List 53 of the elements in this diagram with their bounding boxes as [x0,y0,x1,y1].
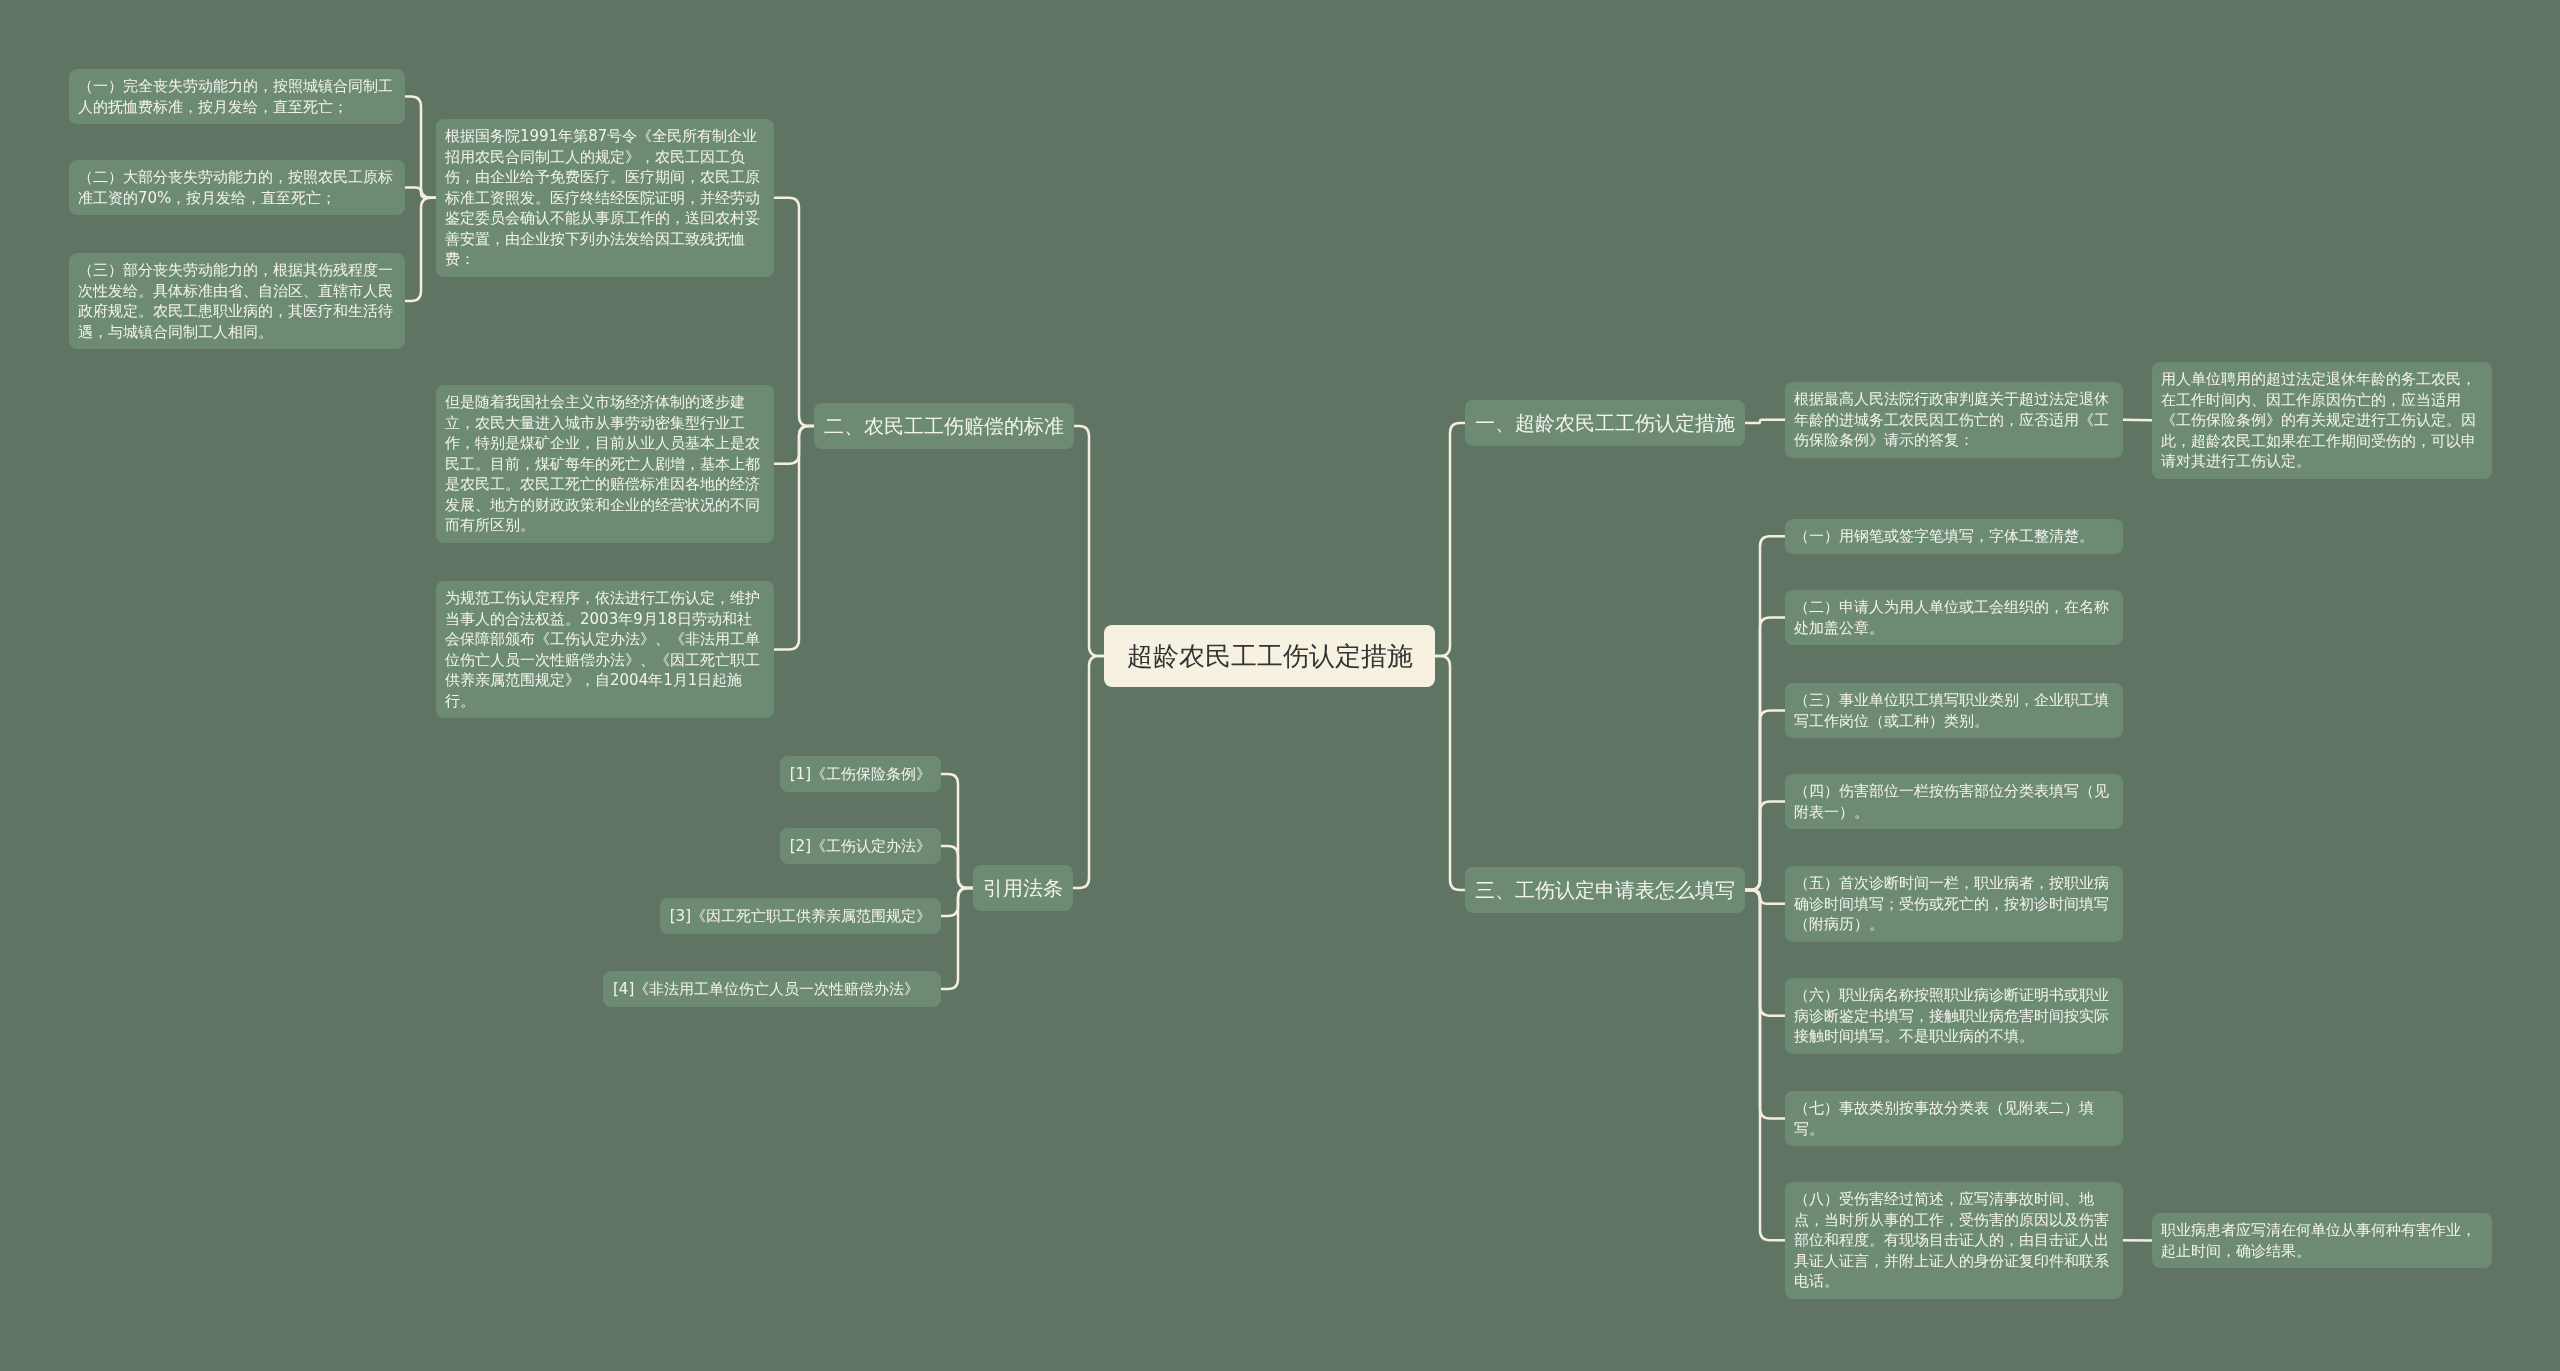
topic-text: （五）首次诊断时间一栏，职业病者，按职业病确诊时间填写；受伤或死亡的，按初诊时间填写（附病历）。 [1794,873,2110,935]
topic-box [1785,1182,2123,1299]
topic-text: 引用法条 [983,875,1063,901]
connector-line [2123,1239,2152,1242]
topic-text: 但是随着我国社会主义市场经济体制的逐步建立，农民大量进入城市从事劳动密集型行业工作，特别是煤矿企业，目前从业人员基本上是农民工。目前，煤矿每年的死亡人剧增，基本上都是农民工。农民工死亡的赔偿标准因各地的经济发展、地方的财政政策和企业的经营状况的不同而有所区别。 [445,392,761,536]
topic-box [1785,1091,2123,1146]
topic-text: 职业病患者应写清在何单位从事何种有害作业，起止时间，确诊结果。 [2161,1220,2477,1261]
branch-topic [973,865,1073,911]
branch-topic [814,403,1074,449]
central-topic [1104,625,1435,687]
topic-text: （三）部分丧失劳动能力的，根据其伤残程度一次性发给。具体标准由省、自治区、直辖市人民政府规定。农民工患职业病的，其医疗和生活待遇，与城镇合同制工人相同。 [78,260,394,342]
branch-topic [1465,867,1745,913]
connector-line [2122,418,2153,422]
topic-box [69,69,405,124]
topic-box [659,898,941,934]
topic-box [436,581,774,718]
topic-text: [2]《工伤认定办法》 [789,836,931,856]
topic-text: 根据最高人民法院行政审判庭关于超过法定退休年龄的进城务工农民因工伤亡的，应否适用《工伤保险条例》请示的答复： [1794,389,2110,451]
topic-box [1785,774,2123,829]
topic-text: （三）事业单位职工填写职业类别，企业职工填写工作岗位（或工种）类别。 [1794,690,2110,731]
topic-box [1785,519,2123,554]
topic-box [1785,590,2123,645]
topic-text: [3]《因工死亡职工供养亲属范围规定》 [669,906,931,926]
topic-box [603,971,941,1007]
topic-text: （七）事故类别按事故分类表（见附表二）填写。 [1794,1098,2095,1139]
topic-text: （一）完全丧失劳动能力的，按照城镇合同制工人的抚恤费标准，按月发给，直至死亡； [78,76,394,117]
topic-box [1785,978,2123,1054]
topic-text: （一）用钢笔或签字笔填写，字体工整清楚。 [1794,526,2095,547]
topic-box [2152,362,2492,479]
topic-box [69,253,405,349]
topic-text: 用人单位聘用的超过法定退休年龄的务工农民，在工作时间内、因工作原因伤亡的，应当适用《工伤保险条例》的有关规定进行工伤认定。因此，超龄农民工如果在工作期间受伤的，可以申请对其进行工伤认定。 [2161,369,2477,472]
topic-box [1785,683,2123,738]
topic-box [1785,382,2123,458]
topic-text: 二、农民工工伤赔偿的标准 [824,413,1064,439]
topic-box [69,160,405,215]
topic-text: [4]《非法用工单位伤亡人员一次性赔偿办法》 [613,979,921,999]
topic-box [779,756,941,792]
topic-text: 一、超龄农民工工伤认定措施 [1475,410,1735,436]
topic-text: （四）伤害部位一栏按伤害部位分类表填写（见附表一）。 [1794,781,2110,822]
topic-text: （二）申请人为用人单位或工会组织的，在名称处加盖公章。 [1794,597,2110,638]
topic-text: 为规范工伤认定程序，依法进行工伤认定，维护当事人的合法权益。2003年9月18日劳动和社会保障部颁布《工伤认定办法》、《非法用工单位伤亡人员一次性赔偿办法》、《因工死亡职工供养亲属范围规定》，自2004年1月1日起施行。 [445,588,761,711]
topic-text: （六）职业病名称按照职业病诊断证明书或职业病诊断鉴定书填写，接触职业病危害时间按实际接触时间填写。不是职业病的不填。 [1794,985,2110,1047]
topic-box [1785,866,2123,942]
topic-text: 根据国务院1991年第87号令《全民所有制企业招用农民合同制工人的规定》，农民工因工负伤，由企业给予免费医疗。医疗期间，农民工原标准工资照发。医疗终结经医院证明，并经劳动鉴定委员会确认不能从事原工作的，送回农村妥善安置，由企业按下列办法发给因工致残抚恤费： [445,126,761,270]
topic-text: 三、工伤认定申请表怎么填写 [1475,877,1735,903]
topic-box [779,828,941,864]
topic-text: （二）大部分丧失劳动能力的，按照农民工原标准工资的70%，按月发给，直至死亡； [78,167,394,208]
topic-text: [1]《工伤保险条例》 [789,764,931,784]
topic-text: 超龄农民工工伤认定措施 [1125,640,1414,673]
connector-line [1745,418,1785,425]
branch-topic [1465,400,1745,446]
topic-text: （八）受伤害经过简述，应写清事故时间、地点，当时所从事的工作，受伤害的原因以及伤害部位和程度。有现场目击证人的，由目击证人出具证人证言，并附上证人的身份证复印件和联系电话。 [1794,1189,2110,1292]
topic-box [2152,1213,2492,1268]
